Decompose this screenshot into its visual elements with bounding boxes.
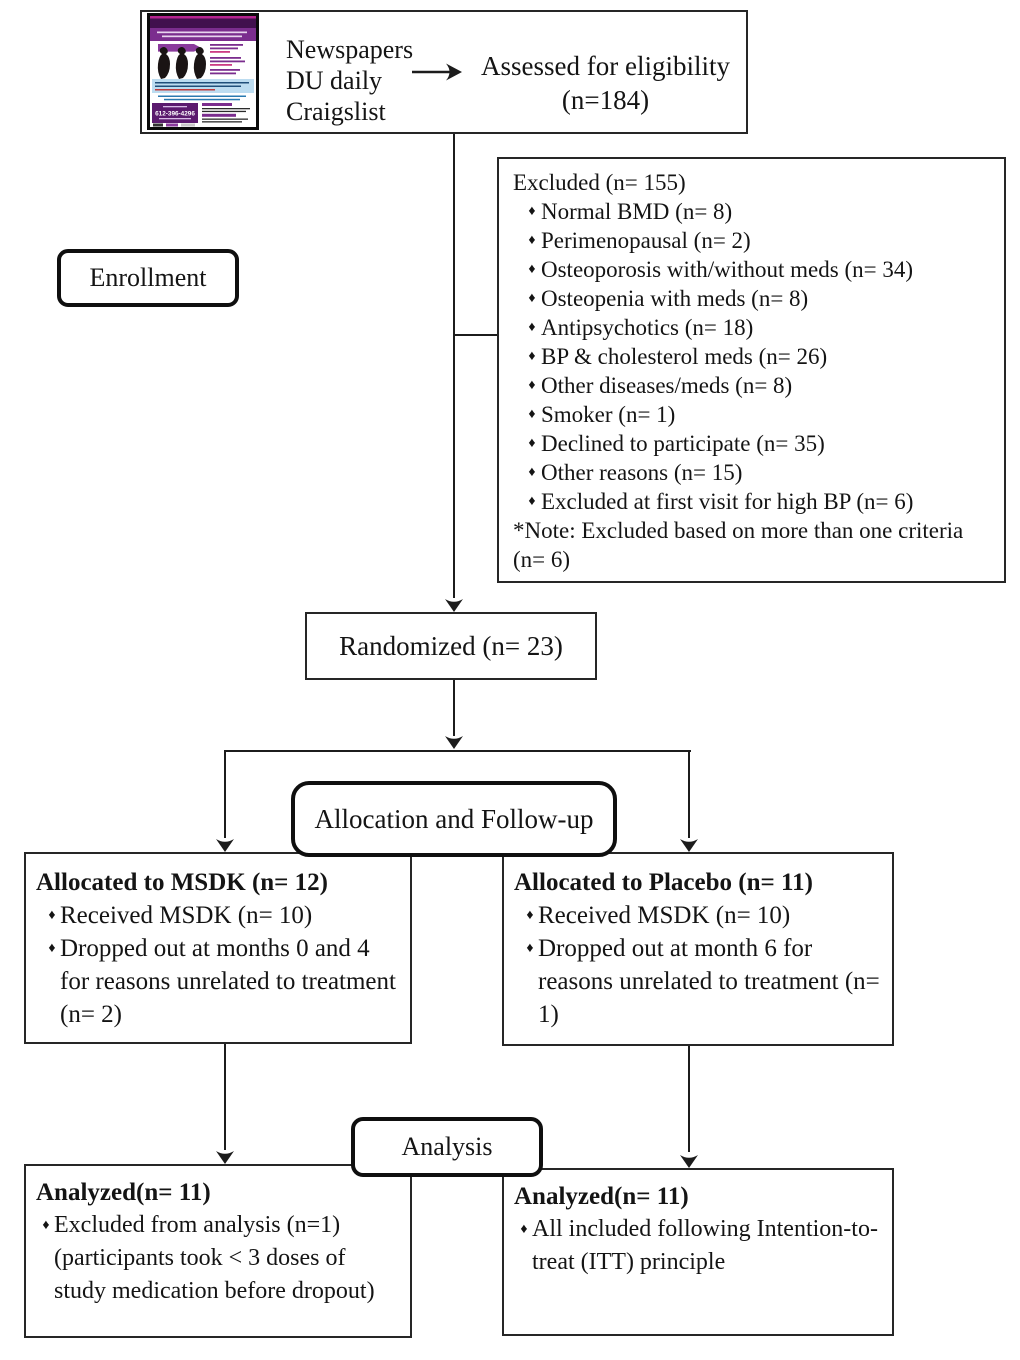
bullet-diamond-icon: ♦ bbox=[528, 378, 536, 393]
bullet-diamond-icon: ♦ bbox=[528, 262, 536, 277]
excluded-title: Excluded (n= 155) bbox=[513, 170, 686, 195]
arrow-right-icon bbox=[412, 63, 462, 81]
allocated-msdk-bullet: ♦ Dropped out at months 0 and 4 for reas… bbox=[44, 932, 402, 1031]
bullet-diamond-icon: ♦ bbox=[528, 465, 536, 480]
connector-split-to-msdk bbox=[224, 750, 226, 838]
bullet-diamond-icon: ♦ bbox=[528, 494, 536, 509]
connector-placebo-to-analyzed bbox=[688, 1046, 690, 1152]
allocated-msdk-title: Allocated to MSDK (n= 12) bbox=[36, 869, 328, 896]
analyzed-msdk-title: Analyzed(n= 11) bbox=[36, 1179, 211, 1206]
excluded-item: ♦ Antipsychotics (n= 18) bbox=[523, 313, 996, 342]
assessed-line1: Assessed for eligibility bbox=[481, 51, 730, 81]
connector-split-to-placebo bbox=[688, 750, 690, 838]
enrollment-label-text: Enrollment bbox=[89, 263, 207, 292]
arrow-down-icon bbox=[445, 599, 463, 612]
arrow-down-icon bbox=[680, 1155, 698, 1168]
analyzed-placebo-box: Analyzed(n= 11) ♦ All included following… bbox=[502, 1168, 894, 1336]
analyzed-placebo-title: Analyzed(n= 11) bbox=[514, 1183, 689, 1210]
excluded-item: ♦ Osteopenia with meds (n= 8) bbox=[523, 284, 996, 313]
allocated-placebo-bullet: ♦ Dropped out at month 6 for reasons unr… bbox=[522, 932, 884, 1031]
allocated-msdk-box: Allocated to MSDK (n= 12) ♦ Received MSD… bbox=[24, 852, 412, 1044]
assessed-line2: (n=184) bbox=[561, 85, 650, 115]
bullet-diamond-icon: ♦ bbox=[528, 436, 536, 451]
recruitment-flyer-image: 612-396-4296 bbox=[150, 16, 256, 127]
bullet-diamond-icon: ♦ bbox=[528, 291, 536, 306]
connector-branch-to-excluded bbox=[455, 334, 497, 336]
excluded-item: ♦ Excluded at first visit for high BP (n… bbox=[523, 487, 996, 516]
source-newspapers: Newspapers bbox=[286, 35, 414, 64]
stage-label-enrollment: Enrollment bbox=[57, 249, 239, 307]
connector-randomized-to-split bbox=[453, 680, 455, 736]
randomized-box: Randomized (n= 23) bbox=[305, 612, 597, 680]
allocated-placebo-bullet: ♦ Received MSDK (n= 10) bbox=[522, 899, 884, 932]
bullet-diamond-icon: ♦ bbox=[520, 1222, 528, 1237]
analyzed-placebo-bullet: ♦ All included following Intention-to-tr… bbox=[516, 1213, 884, 1279]
arrow-down-icon bbox=[680, 839, 698, 852]
recruitment-flyer-thumbnail: 612-396-4296 bbox=[147, 13, 259, 130]
allocated-placebo-title: Allocated to Placebo (n= 11) bbox=[514, 869, 813, 896]
connector-assessed-to-randomized bbox=[453, 134, 455, 598]
bullet-diamond-icon: ♦ bbox=[48, 941, 56, 956]
bullet-diamond-icon: ♦ bbox=[42, 1218, 50, 1233]
excluded-note: *Note: Excluded based on more than one c… bbox=[513, 518, 964, 572]
assessed-for-eligibility-text: Assessed for eligibility (n=184) bbox=[468, 49, 743, 117]
source-du-daily: DU daily bbox=[286, 66, 383, 95]
arrow-down-icon bbox=[216, 839, 234, 852]
analysis-label-text: Analysis bbox=[401, 1132, 493, 1161]
analyzed-msdk-box: Analyzed(n= 11) ♦ Excluded from analysis… bbox=[24, 1164, 412, 1338]
excluded-item: ♦ Osteoporosis with/without meds (n= 34) bbox=[523, 255, 996, 284]
bullet-diamond-icon: ♦ bbox=[528, 204, 536, 219]
connector-split-line bbox=[224, 750, 691, 752]
bullet-diamond-icon: ♦ bbox=[528, 320, 536, 335]
bullet-diamond-icon: ♦ bbox=[526, 908, 534, 923]
bullet-diamond-icon: ♦ bbox=[526, 941, 534, 956]
bullet-diamond-icon: ♦ bbox=[48, 908, 56, 923]
excluded-item: ♦ Perimenopausal (n= 2) bbox=[523, 226, 996, 255]
excluded-item: ♦ Declined to participate (n= 35) bbox=[523, 429, 996, 458]
bullet-diamond-icon: ♦ bbox=[528, 407, 536, 422]
excluded-item: ♦ Other reasons (n= 15) bbox=[523, 458, 996, 487]
recruitment-sources: Newspapers DU daily Craigslist bbox=[286, 34, 436, 127]
allocation-label-text: Allocation and Follow-up bbox=[314, 803, 594, 834]
allocated-msdk-bullet: ♦ Received MSDK (n= 10) bbox=[44, 899, 402, 932]
excluded-item: ♦ Other diseases/meds (n= 8) bbox=[523, 371, 996, 400]
flyer-phone-number: 612-396-4296 bbox=[155, 111, 195, 118]
analyzed-msdk-bullet: ♦ Excluded from analysis (n=1) (particip… bbox=[38, 1209, 402, 1308]
excluded-box: Excluded (n= 155) ♦ Normal BMD (n= 8) ♦ … bbox=[497, 157, 1006, 583]
arrow-down-icon bbox=[216, 1151, 234, 1164]
excluded-item: ♦ Smoker (n= 1) bbox=[523, 400, 996, 429]
stage-label-analysis: Analysis bbox=[351, 1117, 543, 1177]
stage-label-allocation: Allocation and Follow-up bbox=[291, 781, 617, 857]
arrow-down-icon bbox=[445, 736, 463, 749]
excluded-item: ♦ Normal BMD (n= 8) bbox=[523, 197, 996, 226]
connector-msdk-to-analyzed bbox=[224, 1044, 226, 1150]
bullet-diamond-icon: ♦ bbox=[528, 349, 536, 364]
source-craigslist: Craigslist bbox=[286, 97, 386, 126]
allocated-placebo-box: Allocated to Placebo (n= 11) ♦ Received … bbox=[502, 852, 894, 1046]
excluded-item: ♦ BP & cholesterol meds (n= 26) bbox=[523, 342, 996, 371]
bullet-diamond-icon: ♦ bbox=[528, 233, 536, 248]
randomized-label-text: Randomized (n= 23) bbox=[339, 630, 563, 661]
